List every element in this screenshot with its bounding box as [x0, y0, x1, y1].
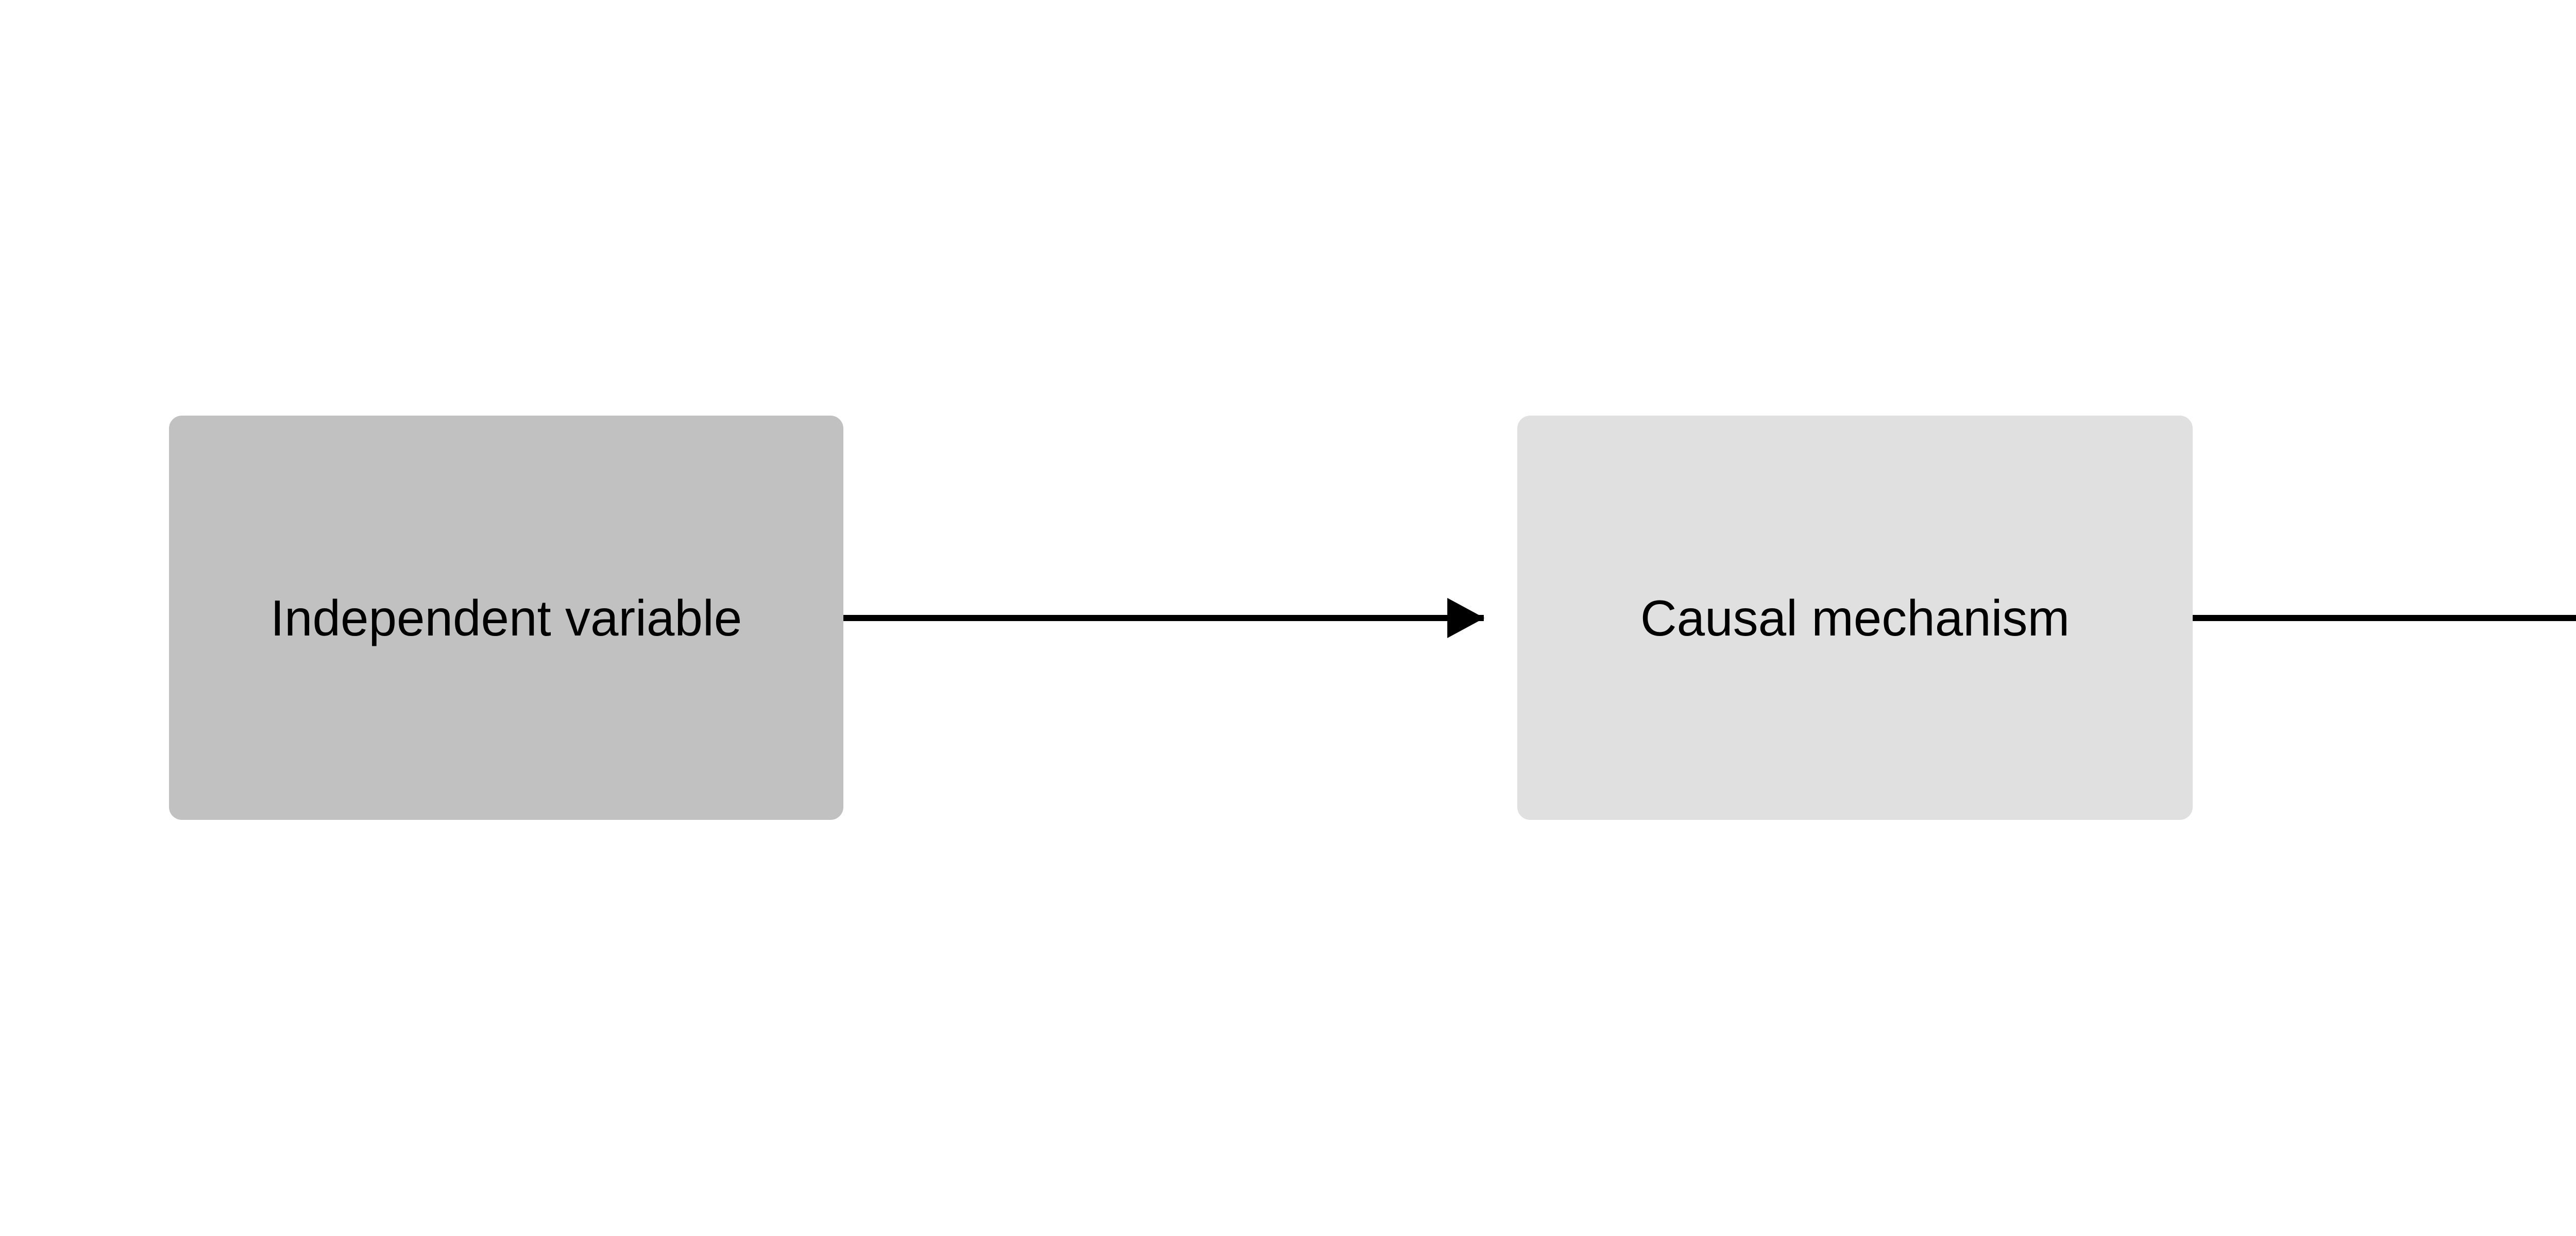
node-causal-mechanism-label: Causal mechanism — [1640, 589, 2070, 646]
node-independent-variable[interactable]: Independent variable — [169, 416, 843, 820]
node-independent-variable-label: Independent variable — [270, 589, 742, 646]
node-causal-mechanism[interactable]: Causal mechanism — [1517, 416, 2193, 820]
